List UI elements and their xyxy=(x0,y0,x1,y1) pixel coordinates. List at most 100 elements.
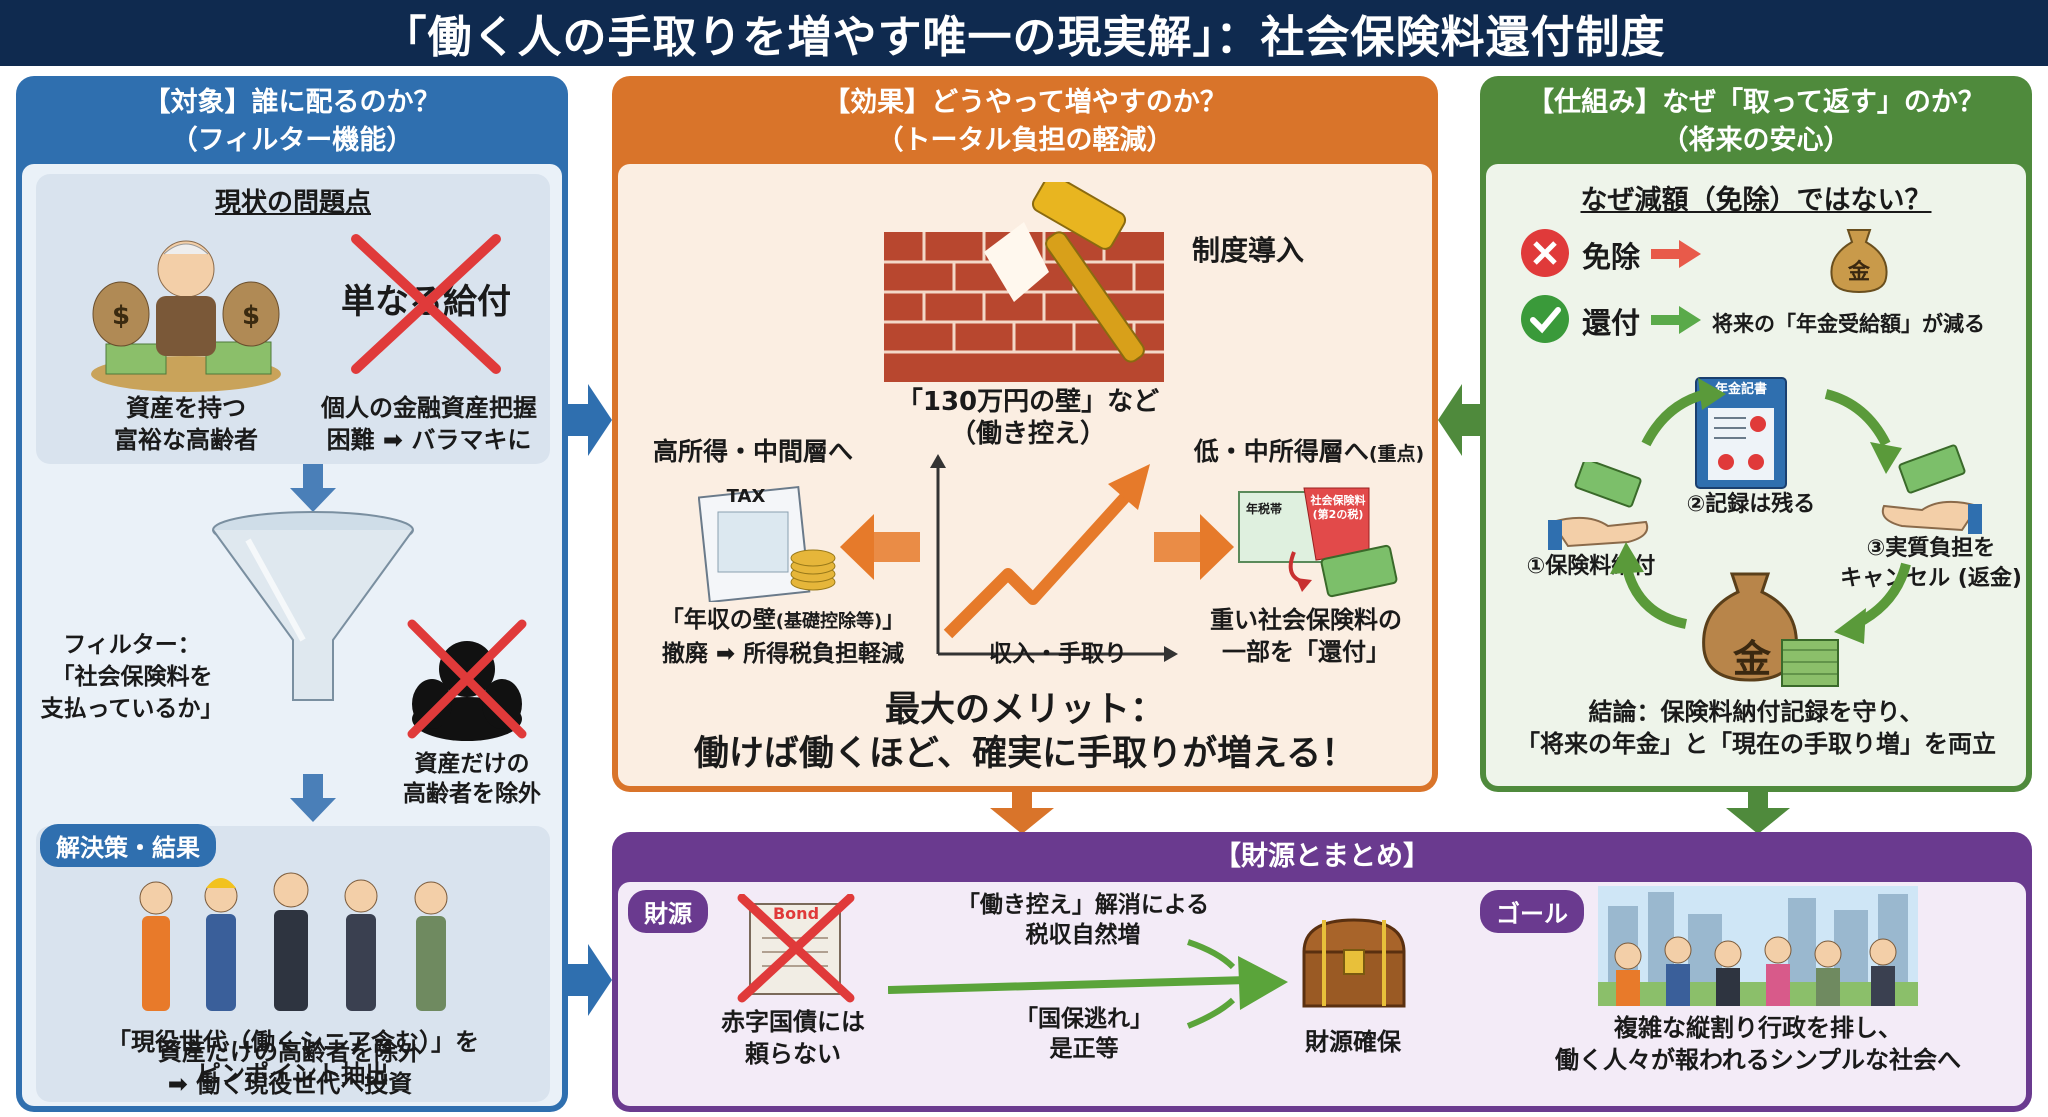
step3-line2: キャンセル (返金) xyxy=(1840,566,2022,591)
goal-tag: ゴール xyxy=(1480,890,1584,933)
revenue-line1: 「働き控え」解消による xyxy=(956,892,1210,918)
refund-caption: 重い社会保険料の 一部を「還付」 xyxy=(1176,604,1436,668)
refund-label: 還付 xyxy=(1582,306,1641,340)
revenue-line2: 税収自然増 xyxy=(1025,922,1141,948)
step2-label: ②記録は残る xyxy=(1686,492,1816,517)
effect-header-line2: （トータル負担の軽減） xyxy=(876,125,1174,156)
source-tag: 財源 xyxy=(628,890,708,933)
income-growth-icon xyxy=(930,454,1178,662)
treasure-chest-icon xyxy=(1302,918,1406,1008)
mechanism-panel-body: なぜ減額（免除）ではない？ 免除 金 還付 将来の「年金受給額」が減る xyxy=(1486,164,2026,786)
tax-wall-caption: 「年収の壁(基礎控除等)」 撤廃 ➡ 所得税負担軽減 xyxy=(618,604,948,670)
refund-line1: 重い社会保険料の xyxy=(1210,606,1402,634)
solution-box: 解決策・結果 「現役世代（働くシニア含む）」を ピンポイント抽出 xyxy=(36,824,550,1102)
filter-line3: 支払っているか」 xyxy=(40,696,224,722)
axis-label: 収入・手取り xyxy=(989,641,1127,667)
evasion-line1: 「国保逃れ」 xyxy=(1015,1006,1153,1032)
right-arrow-icon xyxy=(1651,306,1701,334)
merit-line2: 働けば働くほど、確実に手取りが増える！ xyxy=(693,734,1357,774)
down-arrow-icon xyxy=(290,774,336,822)
return-hand-icon xyxy=(1881,444,1982,534)
svg-text:$: $ xyxy=(112,301,130,331)
problem-box: 現状の問題点 $ $ 資産を持つ 富裕な高齢者 単なる給付 xyxy=(36,174,550,464)
workers-line1: 「現役世代（働くシニア含む）」を xyxy=(107,1028,479,1056)
funnel-icon xyxy=(212,511,414,701)
workers-caption: 「現役世代（働くシニア含む）」を ピンポイント抽出 xyxy=(36,1026,550,1090)
filter-line2: 「社会保険料を xyxy=(51,664,213,690)
filter-line1: フィルター： xyxy=(63,632,201,658)
left-conclusion-line1: 資産だけの高齢者を除外 xyxy=(158,1038,422,1066)
mechanism-conclusion-line1: 結論：保険料納付記録を守り、 xyxy=(1588,698,1924,726)
deficit-line1: 赤字国債には xyxy=(721,1008,865,1036)
doc-title: 年税帯 xyxy=(1246,502,1283,516)
left-conclusion: 資産だけの高齢者を除外 ➡ 働く現役世代へ投資 xyxy=(40,1036,540,1100)
tax-document-icon xyxy=(698,485,836,602)
mechanism-panel-header: 【仕組み】なぜ「取って返す」のか？ （将来の安心） xyxy=(1480,76,2032,160)
exclude-line2: 高齢者を除外 xyxy=(403,781,541,807)
refund-line2: 一部を「還付」 xyxy=(1222,638,1390,666)
rich-caption-line1: 資産を持つ xyxy=(126,394,246,422)
left-arrow-icon xyxy=(1438,384,1484,456)
right-arrow-icon xyxy=(1651,240,1701,268)
gold-bag-icon xyxy=(1702,572,1839,687)
gold-bag-label: 金 xyxy=(1732,637,1771,681)
tax-wall-small: (基礎控除等) xyxy=(775,611,883,632)
down-arrow-icon xyxy=(290,464,336,512)
effect-panel-body: 制度導入 「130万円の壁」など （働き控え） 高所得・中間層へ 低・中所得層へ… xyxy=(618,164,1432,786)
merit-line1: 最大のメリット： xyxy=(884,690,1165,730)
funding-panel: 【財源とまとめ】 財源 Bond 赤字国債には 頼らない 「働き控え」解消による… xyxy=(612,832,2032,1112)
target-panel: 【対象】誰に配るのか？ （フィルター機能） 現状の問題点 $ $ 資産を持つ 富… xyxy=(16,76,568,1112)
low-income-label: 低・中所得層へ(重点) xyxy=(1184,432,1434,468)
left-arrow-icon xyxy=(840,514,920,580)
pension-book-title: 年金記書 xyxy=(1714,382,1767,397)
brick-wall-hammer-icon xyxy=(884,182,1164,382)
high-income-label: 高所得・中間層へ xyxy=(652,437,853,466)
goal-caption: 複雑な縦割り行政を排し、 働く人々が報われるシンプルな社会へ xyxy=(1498,1012,2018,1076)
rich-elderly-icon: $ $ xyxy=(91,240,281,392)
wall-caption: 「130万円の壁」など （働き控え） xyxy=(878,386,1178,450)
money-bag-label: 金 xyxy=(1847,260,1870,285)
funding-panel-header: 【財源とまとめ】 xyxy=(1214,841,1430,872)
secure-label: 財源確保 xyxy=(1305,1028,1401,1056)
check-circle-icon xyxy=(1521,295,1569,343)
wall-line1: 「130万円の壁」など xyxy=(896,387,1160,417)
mechanism-conclusion: 結論：保険料納付記録を守り、 「将来の年金」と「現在の手取り増」を両立 xyxy=(1486,696,2026,760)
intro-label: 制度導入 xyxy=(1191,234,1304,267)
tax-wall-line1: 「年収の壁(基礎控除等)」 xyxy=(618,604,948,638)
right-arrow-icon xyxy=(566,384,612,456)
bond-label: Bond xyxy=(772,904,820,923)
tax-wall-end: 」 xyxy=(882,607,906,633)
target-panel-body: 現状の問題点 $ $ 資産を持つ 富裕な高齢者 単なる給付 xyxy=(22,164,562,1106)
workers-line2: ピンポイント抽出 xyxy=(197,1060,389,1088)
low-income-note: (重点) xyxy=(1368,443,1425,465)
right-arrow-icon xyxy=(1154,514,1234,580)
tax-wall-line2: 撤廃 ➡ 所得税負担軽減 xyxy=(661,641,905,667)
tax-label: TAX xyxy=(726,486,766,507)
cross-icon xyxy=(351,234,501,374)
target-header-line1: 【対象】誰に配るのか？ xyxy=(143,87,441,118)
problem-caption: 個人の金融資産把握 困難 ➡ バラマキに xyxy=(304,392,554,456)
down-arrow-icon xyxy=(990,790,1054,834)
down-arrow-icon xyxy=(1726,790,1790,834)
exclude-line1: 資産だけの xyxy=(414,751,530,777)
exempt-label: 免除 xyxy=(1582,240,1641,274)
target-panel-header: 【対象】誰に配るのか？ （フィルター機能） xyxy=(16,76,568,160)
bond-icon xyxy=(737,894,855,1003)
problem-caption-line2: 困難 ➡ バラマキに xyxy=(326,426,532,454)
evasion-line2: 是正等 xyxy=(1049,1036,1119,1062)
exclude-caption: 資産だけの 高齢者を除外 xyxy=(392,749,552,809)
problem-caption-line1: 個人の金融資産把握 xyxy=(321,394,537,422)
refund-effect: 将来の「年金受給額」が減る xyxy=(1712,312,1985,336)
merit-caption: 最大のメリット： 働けば働くほど、確実に手取りが増える！ xyxy=(618,688,1432,776)
right-arrow-icon xyxy=(566,944,612,1016)
goal-line2: 働く人々が報われるシンプルな社会へ xyxy=(1554,1046,1962,1074)
effect-header-line1: 【効果】どうやって増やすのか？ xyxy=(823,87,1227,118)
mechanism-header-line1: 【仕組み】なぜ「取って返す」のか？ xyxy=(1527,87,1985,118)
svg-text:$: $ xyxy=(242,301,260,331)
refund-document-icon xyxy=(1238,487,1398,598)
low-income-text: 低・中所得層へ xyxy=(1193,437,1369,466)
mechanism-header-line2: （将来の安心） xyxy=(1661,125,1851,156)
step3-label: ③実質負担を キャンセル (返金) xyxy=(1836,534,2026,594)
excluded-elderly-icon xyxy=(407,619,527,741)
effect-panel: 【効果】どうやって増やすのか？ （トータル負担の軽減） 制度導入 「130万円の… xyxy=(612,76,1438,792)
